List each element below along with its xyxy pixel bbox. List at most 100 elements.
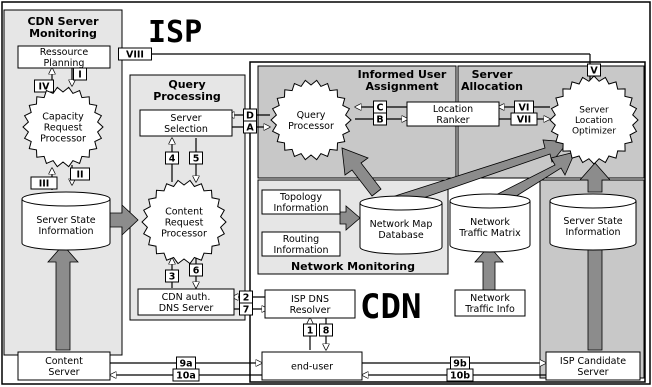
step-badge-VIII: VIII: [118, 47, 152, 61]
step-badge-text-1: 1: [307, 326, 314, 337]
step-badge-D: D: [243, 108, 257, 122]
isp-candidate-server-box-label-line-2: Server: [577, 367, 608, 378]
step-badge-4: 4: [165, 151, 179, 165]
step-badge-text-II: II: [76, 170, 83, 181]
cdn-auth-dns-server-box[interactable]: CDN auth.DNS Server: [137, 288, 235, 316]
server-selection-box-label-line-1: Server: [170, 113, 201, 124]
content-request-processor-label-line-3: Processor: [161, 228, 207, 239]
isp-candidate-server-box-label-line-1: ISP Candidate: [560, 356, 626, 367]
step-badge-II: II: [70, 167, 90, 181]
end-user-box[interactable]: end-user: [261, 351, 363, 381]
step-badge-text-VII: VII: [517, 115, 531, 126]
step-badge-text-10a: 10a: [176, 371, 196, 382]
step-badge-8: 8: [319, 323, 333, 337]
step-badge-B: B: [373, 112, 387, 126]
server-state-information-left-label-line-2: Information: [39, 226, 94, 237]
query-processor-label-line-1: Query: [297, 110, 326, 121]
step-badge-7: 7: [239, 302, 253, 316]
step-badge-text-D: D: [246, 111, 254, 122]
cdn-monitoring-title-2: Monitoring: [29, 27, 97, 40]
server-location-optimizer-label-line-3: Optimizer: [572, 127, 616, 137]
step-badge-text-A: A: [246, 123, 254, 134]
server-state-information-right-label-line-2: Information: [566, 227, 621, 238]
step-badge-text-I: I: [78, 70, 82, 81]
step-badge-text-VI: VI: [519, 103, 530, 114]
content-request-processor-label-line-1: Content: [165, 206, 203, 217]
step-badge-IV: IV: [34, 79, 54, 93]
step-badge-I: I: [73, 67, 87, 81]
step-badge-1: 1: [303, 323, 317, 337]
step-badge-text-3: 3: [169, 272, 176, 283]
step-badge-6: 6: [189, 263, 203, 277]
step-badge-2: 2: [239, 290, 253, 304]
server-selection-box-label-line-2: Selection: [164, 124, 208, 135]
network-traffic-matrix-label-line-1: Network: [470, 217, 510, 228]
isp-dns-resolver-box-label-line-1: ISP DNS: [291, 294, 329, 305]
informed-assignment-title-2: Assignment: [365, 80, 438, 93]
topology-information-box-label-line-2: Information: [274, 203, 329, 214]
step-badge-text-8: 8: [323, 326, 330, 337]
step-badge-text-V: V: [590, 66, 598, 77]
step-badge-9b: 9b: [450, 356, 470, 370]
capacity-request-processor-label-line-3: Processor: [40, 133, 86, 144]
step-badge-text-4: 4: [169, 154, 176, 165]
step-badge-3: 3: [165, 269, 179, 283]
network-traffic-matrix-label-line-2: Traffic Matrix: [458, 228, 521, 239]
step-badge-VI: VI: [514, 100, 534, 114]
server-state-information-right-label-line-1: Server State: [563, 216, 622, 227]
step-badge-text-9b: 9b: [453, 359, 467, 370]
content-server-box-label-line-1: Content: [45, 356, 83, 367]
isp-dns-resolver-box-label-line-2: Resolver: [290, 305, 331, 316]
network-traffic-info-box-label-line-2: Traffic Info: [464, 304, 515, 315]
step-badge-A: A: [243, 120, 257, 134]
step-badge-text-5: 5: [193, 154, 200, 165]
step-badge-C: C: [373, 100, 387, 114]
network-monitoring-title: Network Monitoring: [291, 260, 415, 273]
step-badge-text-VIII: VIII: [126, 50, 144, 61]
step-badge-text-IV: IV: [39, 82, 51, 93]
topology-information-box-label-line-1: Topology: [279, 192, 322, 203]
cdn-monitoring-title-1: CDN Server: [27, 15, 99, 28]
content-server-box-label-line-2: Server: [48, 367, 79, 378]
step-badge-9a: 9a: [176, 356, 196, 370]
step-badge-text-6: 6: [193, 266, 200, 277]
step-badge-text-B: B: [376, 115, 383, 126]
step-badge-VII: VII: [510, 112, 538, 126]
server-state-information-left-label-line-1: Server State: [36, 215, 95, 226]
step-badge-text-10b: 10b: [450, 371, 470, 382]
informed-assignment-title-1: Informed User: [358, 68, 447, 81]
step-badge-text-C: C: [377, 103, 384, 114]
cdn-auth-dns-server-box-label-line-2: DNS Server: [159, 303, 214, 314]
capacity-request-processor-label-line-2: Request: [44, 122, 83, 133]
query-processing-title-1: Query: [168, 78, 205, 91]
server-location-optimizer-label-line-1: Server: [579, 106, 609, 116]
location-ranker-box-label-line-1: Location: [433, 104, 473, 115]
query-processing-title-2: Processing: [153, 90, 221, 103]
server-allocation-title-1: Server: [472, 68, 513, 81]
step-badge-V: V: [587, 63, 601, 77]
server-location-optimizer-label-line-2: Location: [575, 116, 613, 126]
routing-information-box-label-line-1: Routing: [283, 234, 319, 245]
content-request-processor-label-line-2: Request: [165, 217, 204, 228]
location-ranker-box-label-line-2: Ranker: [436, 115, 469, 126]
step-badge-text-2: 2: [243, 293, 250, 304]
